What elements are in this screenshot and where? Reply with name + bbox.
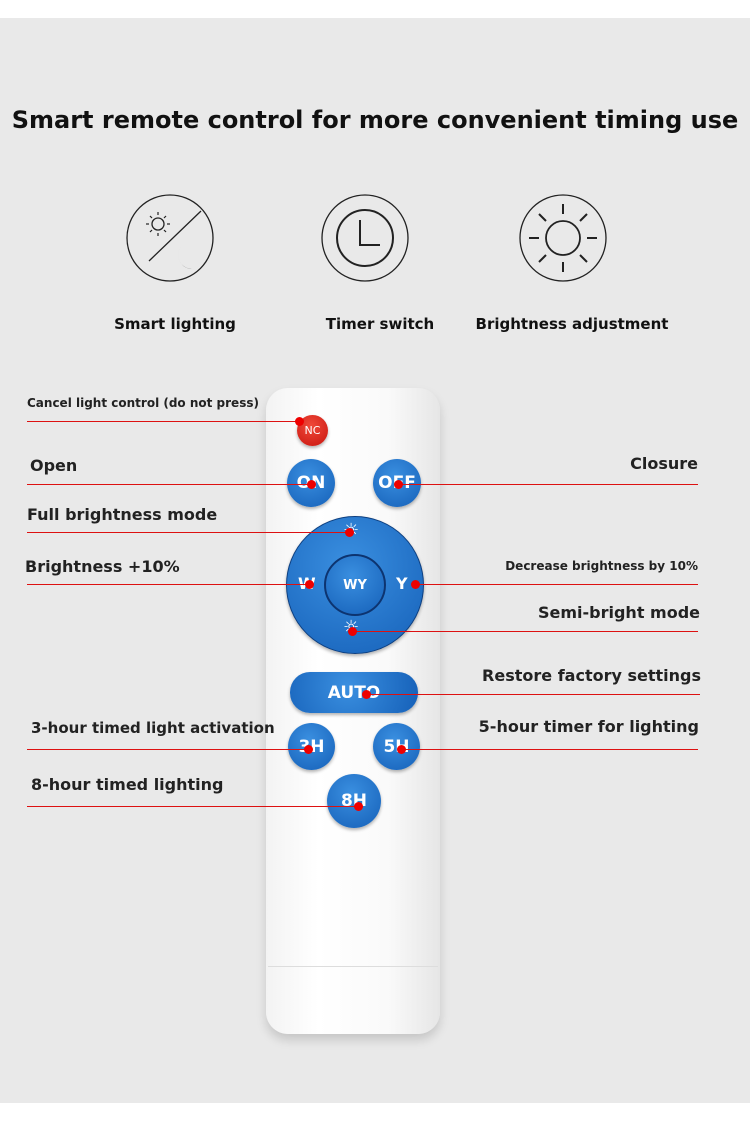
pointer-dot <box>362 690 371 699</box>
label-five: 5-hour timer for lighting <box>478 717 699 736</box>
pointer-dot <box>304 745 313 754</box>
pointer-dot <box>307 480 316 489</box>
pointer-dot <box>348 627 357 636</box>
pointer-line <box>27 421 298 422</box>
label-plus: Brightness +10% <box>25 557 180 576</box>
5h-button[interactable]: 5H <box>373 723 420 770</box>
pointer-line <box>27 806 358 807</box>
wy-button[interactable]: WY <box>324 554 386 616</box>
page-title: Smart remote control for more convenient… <box>11 106 739 134</box>
label-eight: 8-hour timed lighting <box>31 775 224 794</box>
pointer-line <box>400 749 698 750</box>
pointer-dot <box>397 745 406 754</box>
battery-cover-seam <box>268 966 438 967</box>
pointer-dot <box>354 802 363 811</box>
clock-icon <box>321 194 409 282</box>
label-cancel: Cancel light control (do not press) <box>27 396 259 410</box>
label-restore: Restore factory settings <box>482 666 701 685</box>
pointer-dot <box>345 528 354 537</box>
8h-button[interactable]: 8H <box>327 774 381 828</box>
sun-icon <box>519 194 607 282</box>
label-three: 3-hour timed light activation <box>31 719 275 737</box>
sun-moon-icon <box>126 194 214 282</box>
feature-label: Smart lighting <box>114 315 236 333</box>
pointer-dot <box>295 417 304 426</box>
label-semi: Semi-bright mode <box>537 603 700 622</box>
pointer-line <box>27 749 308 750</box>
pointer-line <box>397 484 698 485</box>
y-button[interactable]: Y <box>396 574 408 593</box>
feature-label: Timer switch <box>325 315 435 333</box>
pointer-line <box>27 584 310 585</box>
label-open: Open <box>30 456 78 475</box>
pointer-line <box>27 532 350 533</box>
pointer-line <box>352 631 698 632</box>
pointer-dot <box>411 580 420 589</box>
feature-label: Brightness adjustment <box>475 315 669 333</box>
pointer-line <box>366 694 700 695</box>
label-minus: Decrease brightness by 10% <box>505 559 698 573</box>
pointer-line <box>27 484 312 485</box>
label-closure: Closure <box>630 454 698 473</box>
pointer-line <box>414 584 698 585</box>
label-full: Full brightness mode <box>27 505 218 524</box>
pointer-dot <box>394 480 403 489</box>
auto-button[interactable]: AUTO <box>290 672 418 713</box>
pointer-dot <box>305 580 314 589</box>
